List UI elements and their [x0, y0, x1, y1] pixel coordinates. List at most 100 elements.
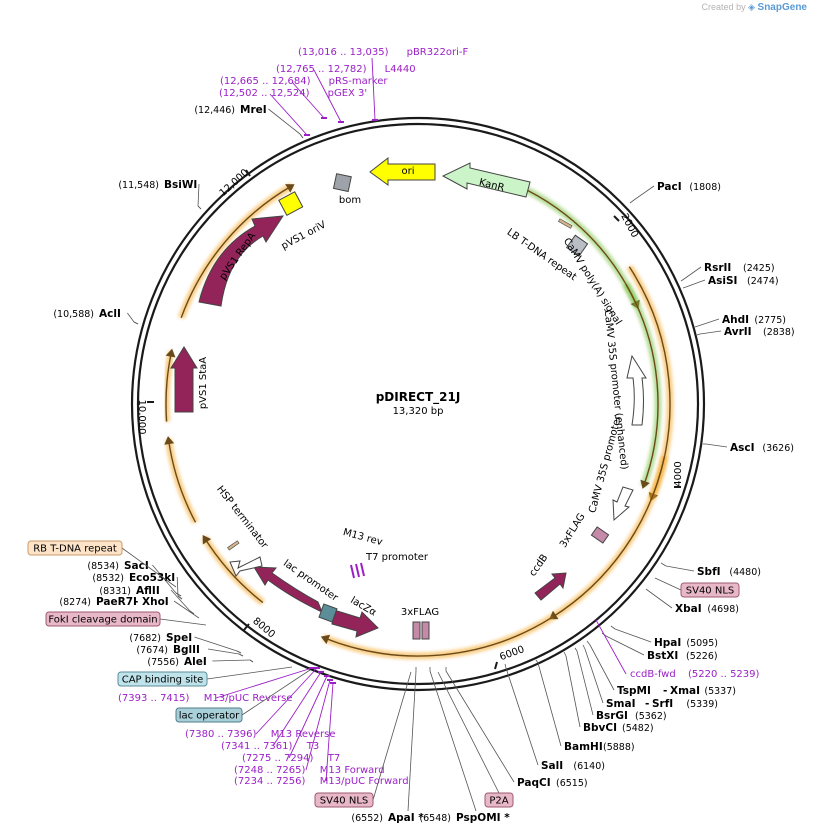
- ruler-tick-mark: [245, 169, 251, 177]
- primer-site[interactable]: (12,765 .. 12,782)L4440: [276, 64, 416, 123]
- enzyme-site[interactable]: PacI(1808): [629, 181, 721, 204]
- enzyme-site[interactable]: AhdI(2775): [694, 314, 786, 328]
- backbone-inner-ring: [136, 122, 700, 686]
- primer-range: (12,502 .. 12,524): [219, 88, 310, 99]
- enzyme-site[interactable]: BsiWI(11,548): [118, 179, 202, 210]
- feature-lb-tdna-repeat[interactable]: [558, 218, 573, 229]
- primer-site[interactable]: (7275 .. 7294)T7: [242, 675, 340, 764]
- feature-pvs1-repa[interactable]: [198, 215, 284, 307]
- boxed-feature-label[interactable]: FokI cleavage domain: [45, 611, 207, 627]
- feature-ccdb[interactable]: [534, 572, 567, 601]
- primer-site[interactable]: (12,665 .. 12,684)pRS-marker: [220, 76, 388, 119]
- enzyme-site[interactable]: BglII(7674): [136, 644, 244, 657]
- boxed-feature-label[interactable]: SV40 NLS: [314, 671, 412, 808]
- enzyme-name: PspOMI *: [456, 812, 510, 824]
- primer-site[interactable]: (12,502 .. 12,524)pGEX 3': [219, 88, 367, 136]
- primer-name: M13 Reverse: [271, 729, 336, 740]
- boxed-feature-label[interactable]: lac operator: [175, 669, 311, 723]
- enzyme-site[interactable]: BstXI(5226): [601, 632, 718, 662]
- feature-pvs1-oriv[interactable]: [278, 191, 304, 216]
- enzyme-site[interactable]: Eco53kI(8532): [92, 572, 183, 600]
- orf-arc-lower-left[interactable]: [201, 535, 266, 606]
- enzyme-site[interactable]: AflII(8331): [99, 585, 195, 615]
- boxed-feature-label[interactable]: CAP binding site: [117, 666, 293, 687]
- orf-arc-upper-left[interactable]: [177, 182, 295, 320]
- enzyme-name: XbaI: [675, 603, 702, 615]
- primer-site[interactable]: (13,016 .. 13,035)pBR322ori-F: [298, 47, 468, 121]
- enzyme-site[interactable]: TspMI: [586, 640, 651, 697]
- primer-site[interactable]: (7234 .. 7256)M13/pUC Forward: [234, 682, 409, 787]
- enzyme-site[interactable]: XhoI: [142, 596, 169, 608]
- orf-arc-left-1[interactable]: [164, 436, 199, 524]
- enzyme-site[interactable]: BsrGI(5362): [574, 647, 667, 722]
- primer-range: (7275 .. 7294): [242, 753, 314, 764]
- enzyme-site[interactable]: SrfI(5339): [652, 698, 718, 710]
- boxed-label-text: FokI cleavage domain: [48, 615, 157, 626]
- enzyme-site[interactable]: (6552)ApaI *: [351, 667, 424, 824]
- enzyme-site[interactable]: SbfI(4480): [660, 562, 761, 578]
- enzyme-site[interactable]: AscI(3626): [703, 442, 794, 454]
- enzyme-name: BglII: [173, 644, 200, 656]
- enzyme-position: (5095): [686, 638, 718, 649]
- orf-arc-left-2[interactable]: [162, 348, 176, 422]
- feature-label: M13 rev: [342, 527, 384, 548]
- orf-arc-right-3[interactable]: [549, 455, 668, 621]
- enzyme-site[interactable]: XmaI(5337): [670, 685, 736, 697]
- enzyme-name: RsrII: [704, 262, 731, 274]
- feature-lac-operator-box[interactable]: [318, 603, 338, 623]
- enzyme-site[interactable]: XbaI(4698): [645, 588, 739, 615]
- enzyme-site[interactable]: (6548)PspOMI *: [419, 667, 510, 824]
- boxed-feature-label[interactable]: P2A: [437, 671, 514, 808]
- feature-hsp-terminator[interactable]: [227, 540, 263, 577]
- feature-label: ori: [401, 166, 414, 177]
- feature-camv-polya[interactable]: [565, 234, 589, 257]
- boxed-feature-label[interactable]: RB T-DNA repeat: [27, 540, 177, 588]
- primer-site[interactable]: (7380 .. 7396)M13 Reverse: [185, 667, 336, 740]
- snapgene-logo-icon: ◈: [748, 2, 756, 12]
- feature-ori[interactable]: [369, 156, 436, 186]
- feature-bom[interactable]: [332, 173, 352, 193]
- feature-camv-35s-enhanced[interactable]: [626, 354, 647, 426]
- feature-lacz-alpha[interactable]: [331, 609, 379, 638]
- feature-m13rev-t7[interactable]: [350, 562, 365, 579]
- ruler-tick-label: 6000: [498, 644, 526, 663]
- ruler-tick-2: 6000: [498, 644, 526, 663]
- enzyme-site[interactable]: AleI(7556): [147, 656, 254, 668]
- primer-range: (5220 .. 5239): [688, 669, 760, 680]
- enzyme-position: (2425): [743, 263, 775, 274]
- enzyme-position: (6515): [556, 778, 588, 789]
- enzyme-site[interactable]: SalI(6140): [504, 663, 605, 772]
- feature-pvs1-staa[interactable]: [170, 346, 198, 413]
- feature-camv-35s[interactable]: [612, 486, 634, 522]
- enzyme-site[interactable]: BamHI(5888): [535, 659, 635, 753]
- ruler-tick-4: 10,000: [136, 400, 147, 435]
- enzyme-site[interactable]: PaeR7I(8274): [59, 596, 200, 619]
- primer-range: (12,665 .. 12,684): [220, 76, 311, 87]
- callouts: PacI(1808) RsrII (2425)AsiSI(2474) AhdI(277…: [27, 47, 795, 824]
- enzyme-site[interactable]: SpeI(7682): [129, 632, 242, 654]
- primer-site[interactable]: (7248 .. 7265)M13 Forward: [234, 679, 385, 776]
- enzyme-site[interactable]: AclI(10,588): [53, 308, 139, 325]
- enzyme-site[interactable]: AsiSI(2474): [682, 275, 779, 289]
- primer-range: (13,016 .. 13,035): [298, 47, 389, 58]
- feature-3xflag-right[interactable]: [590, 526, 610, 544]
- enzyme-site[interactable]: AvrII(2838): [696, 326, 795, 338]
- feature-kanr[interactable]: [441, 162, 531, 198]
- enzyme-site[interactable]: SmaI: [582, 644, 636, 710]
- enzyme-site[interactable]: PaqCI(6515): [445, 667, 588, 789]
- orf-arc-right-2[interactable]: [622, 282, 662, 489]
- enzyme-position: (2838): [763, 327, 795, 338]
- enzyme-position: (5226): [686, 651, 718, 662]
- primer-site[interactable]: ccdB-fwd(5220 .. 5239): [595, 619, 760, 680]
- enzyme-site[interactable]: HpaI(5095): [610, 625, 718, 649]
- boxed-feature-label[interactable]: SV40 NLS: [654, 577, 740, 598]
- feature-lac-promoter[interactable]: [253, 566, 323, 613]
- orf-arc-bottom[interactable]: [320, 614, 554, 660]
- primer-range: (7234 .. 7256): [234, 776, 306, 787]
- enzyme-site[interactable]: MreI(12,446): [194, 104, 304, 139]
- enzyme-site[interactable]: RsrII (2425): [680, 262, 775, 282]
- feature-3xflag-bottom[interactable]: [412, 621, 430, 640]
- enzyme-site[interactable]: BbvCI(5482): [563, 651, 654, 734]
